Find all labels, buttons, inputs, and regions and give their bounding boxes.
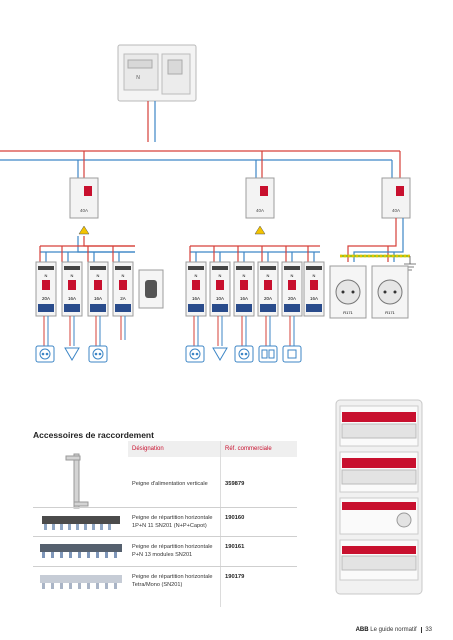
breaker: N 16A — [61, 261, 83, 317]
socket-icon — [234, 345, 254, 363]
earth-conductor — [340, 254, 416, 271]
socket-icon — [88, 345, 108, 363]
breaker: N 16A — [87, 261, 109, 317]
breaker: N 20A — [281, 261, 303, 317]
neutral-label: N — [71, 273, 74, 278]
distribution-busbars — [39, 218, 404, 262]
neutral-label: N — [45, 273, 48, 278]
breaker-rating: 16A — [192, 296, 200, 301]
breaker-rating: 20A — [264, 296, 272, 301]
row-divider — [33, 566, 297, 567]
guide-name: Le guide normatif — [370, 627, 417, 633]
breaker-rating: 16A — [310, 296, 318, 301]
horizontal-comb-image — [40, 544, 122, 558]
page-footer: ABB Le guide normatif 33 — [356, 627, 432, 633]
vertical-comb-image — [65, 453, 89, 509]
supply-wires — [0, 101, 401, 180]
outlet-module-2: R171 — [371, 265, 409, 319]
row-reference: 190179 — [225, 574, 245, 580]
neutral-label: N — [195, 273, 198, 278]
circuit-lines — [43, 316, 295, 346]
row-reference: 190160 — [225, 515, 245, 521]
neutral-label: N — [267, 273, 270, 278]
light-icon — [212, 347, 228, 361]
neutral-label: N — [219, 273, 222, 278]
breaker: N 16A — [233, 261, 255, 317]
outlet-module-1: R171 — [329, 265, 367, 319]
breaker-rating: 20A — [42, 296, 50, 301]
breaker: N 20A — [35, 261, 57, 317]
page-number: 33 — [421, 627, 432, 633]
breaker-rating: 10A — [216, 296, 224, 301]
brand-logo: ABB — [355, 627, 369, 633]
column-header-reference: Réf. commerciale — [221, 441, 297, 457]
main-switch-1: 40A — [69, 177, 99, 235]
meter-neutral-label: N — [136, 75, 140, 81]
row-divider — [33, 536, 297, 537]
row-reference: 359879 — [225, 481, 245, 487]
wiring-diagram: N 40A 40A 40A — [0, 44, 416, 363]
neutral-label: N — [243, 273, 246, 278]
column-divider — [220, 441, 221, 607]
breaker-rating: 16A — [68, 296, 76, 301]
outlet-label: R171 — [385, 310, 395, 315]
double-socket-icon — [258, 345, 278, 363]
breaker: N 20A — [257, 261, 279, 317]
neutral-label: N — [122, 273, 125, 278]
row-reference: 190161 — [225, 544, 245, 550]
switch-rating: 40A — [80, 208, 88, 213]
row-designation: Peigne de répartition horizontale 1P+N 1… — [132, 515, 213, 529]
electric-meter: N — [117, 44, 197, 102]
bell-transformer — [138, 269, 164, 309]
horizontal-comb-image — [42, 516, 120, 530]
breaker: N 2A — [112, 261, 134, 317]
socket-icon — [185, 345, 205, 363]
neutral-label: N — [97, 273, 100, 278]
breaker-rating: 2A — [120, 296, 126, 301]
column-header-designation: Désignation — [128, 441, 220, 457]
circuit-devices — [35, 345, 302, 363]
light-icon — [64, 347, 80, 361]
switch-rating: 40A — [392, 208, 400, 213]
row-divider — [33, 507, 297, 508]
neutral-label: N — [291, 273, 294, 278]
main-switch-2: 40A — [245, 177, 275, 235]
breaker: N 10A — [209, 261, 231, 317]
row-designation: Peigne de répartition horizontale P+N 13… — [132, 544, 213, 558]
switch-icon — [282, 345, 302, 363]
row-designation: Peigne d'alimentation verticale — [132, 481, 208, 487]
distribution-panel-image — [335, 399, 423, 595]
breaker-rating: 20A — [288, 296, 296, 301]
breaker-rating: 16A — [94, 296, 102, 301]
accessories-title: Accessoires de raccordement — [33, 430, 154, 440]
breaker-rating: 16A — [240, 296, 248, 301]
row-designation: Peigne de répartition horizontale Tetra/… — [132, 574, 213, 588]
neutral-label: N — [313, 273, 316, 278]
breaker: N 16A — [303, 261, 325, 317]
switch-rating: 40A — [256, 208, 264, 213]
horizontal-comb-image — [40, 575, 122, 589]
breaker-group-2: N 16A N 10A N 16A N 20A N 20A N 16A — [185, 261, 325, 317]
outlet-label: R171 — [343, 310, 353, 315]
main-switch-3: 40A — [381, 177, 411, 219]
socket-icon — [35, 345, 55, 363]
breaker-group-1: N 20A N 16A N 16A N 2A — [35, 261, 164, 317]
breaker: N 16A — [185, 261, 207, 317]
